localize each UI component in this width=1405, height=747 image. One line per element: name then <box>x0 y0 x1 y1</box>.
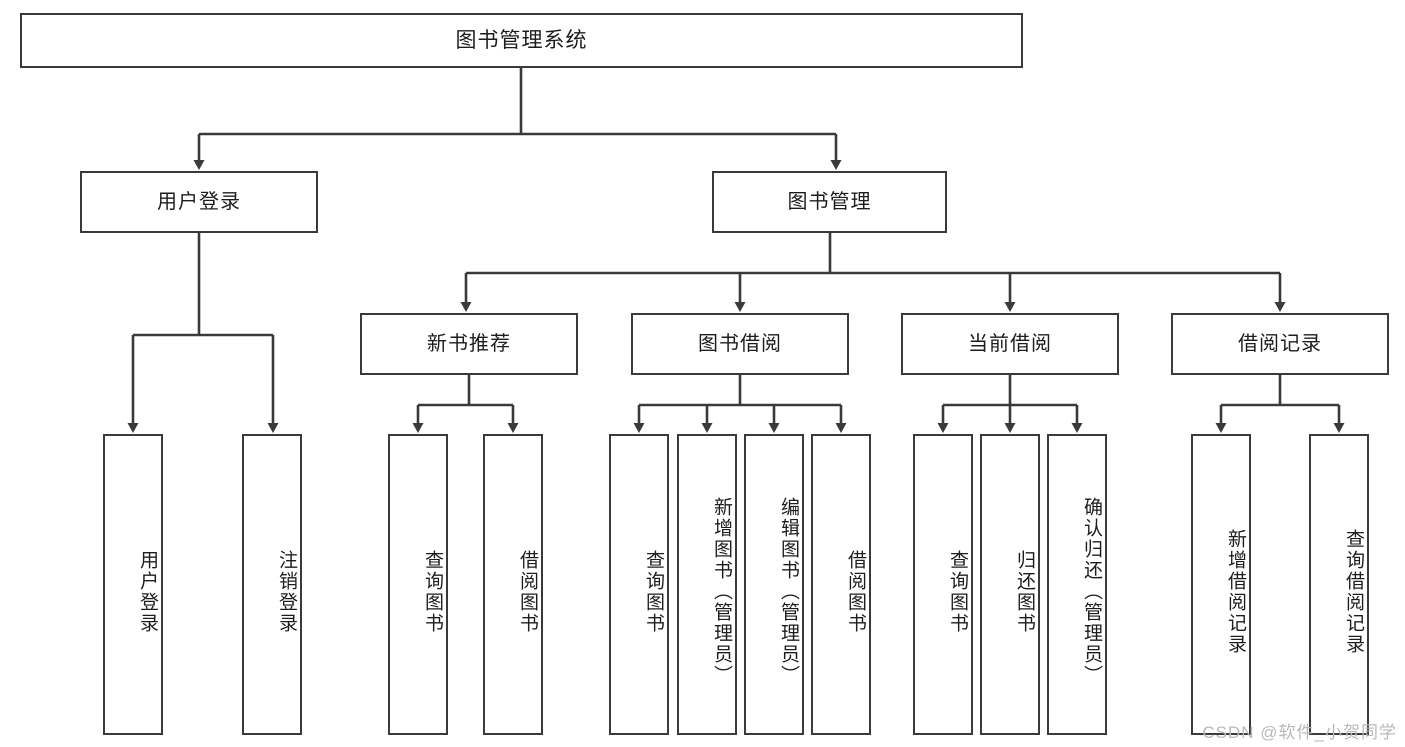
node-leaf-add-book-label: 新增图书（管理员） <box>711 497 732 686</box>
node-leaf-query-book-2-label: 查询图书 <box>643 549 664 634</box>
node-leaf-user-login[interactable]: 用户登录 <box>103 434 163 735</box>
node-root-label: 图书管理系统 <box>455 28 588 52</box>
node-leaf-edit-book-label: 编辑图书（管理员） <box>778 497 799 686</box>
node-user-login-label: 用户登录 <box>157 191 241 213</box>
node-book-manage[interactable]: 图书管理 <box>712 171 947 233</box>
node-root[interactable]: 图书管理系统 <box>20 13 1023 68</box>
node-leaf-query-book-1[interactable]: 查询图书 <box>388 434 448 735</box>
node-leaf-borrow-book-2-label: 借阅图书 <box>845 549 866 634</box>
node-book-borrow-label: 图书借阅 <box>698 333 782 355</box>
node-leaf-return-book[interactable]: 归还图书 <box>980 434 1040 735</box>
csdn-watermark: CSDN @软件_小贺同学 <box>1202 723 1397 742</box>
node-leaf-return-book-label: 归还图书 <box>1014 549 1035 634</box>
node-book-borrow[interactable]: 图书借阅 <box>631 313 849 375</box>
node-leaf-query-record[interactable]: 查询借阅记录 <box>1309 434 1369 735</box>
node-leaf-add-book[interactable]: 新增图书（管理员） <box>677 434 737 735</box>
node-leaf-add-record[interactable]: 新增借阅记录 <box>1191 434 1251 735</box>
node-leaf-confirm-return-label: 确认归还（管理员） <box>1081 497 1102 686</box>
node-leaf-add-record-label: 新增借阅记录 <box>1225 528 1246 655</box>
node-new-book-rec[interactable]: 新书推荐 <box>360 313 578 375</box>
node-leaf-query-book-2[interactable]: 查询图书 <box>609 434 669 735</box>
node-leaf-query-book-1-label: 查询图书 <box>422 549 443 634</box>
node-current-borrow[interactable]: 当前借阅 <box>901 313 1119 375</box>
node-leaf-query-record-label: 查询借阅记录 <box>1343 528 1364 655</box>
node-leaf-edit-book[interactable]: 编辑图书（管理员） <box>744 434 804 735</box>
node-leaf-borrow-book-1-label: 借阅图书 <box>517 549 538 634</box>
node-leaf-borrow-book-2[interactable]: 借阅图书 <box>811 434 871 735</box>
node-leaf-user-login-label: 用户登录 <box>137 549 158 634</box>
node-current-borrow-label: 当前借阅 <box>968 333 1052 355</box>
node-borrow-record[interactable]: 借阅记录 <box>1171 313 1389 375</box>
node-new-book-rec-label: 新书推荐 <box>427 333 511 355</box>
node-leaf-logout-label: 注销登录 <box>276 549 297 634</box>
node-leaf-logout[interactable]: 注销登录 <box>242 434 302 735</box>
node-leaf-query-book-3-label: 查询图书 <box>947 549 968 634</box>
node-borrow-record-label: 借阅记录 <box>1238 333 1322 355</box>
node-leaf-query-book-3[interactable]: 查询图书 <box>913 434 973 735</box>
node-user-login[interactable]: 用户登录 <box>80 171 318 233</box>
node-book-manage-label: 图书管理 <box>787 191 872 213</box>
node-leaf-borrow-book-1[interactable]: 借阅图书 <box>483 434 543 735</box>
node-leaf-confirm-return[interactable]: 确认归还（管理员） <box>1047 434 1107 735</box>
